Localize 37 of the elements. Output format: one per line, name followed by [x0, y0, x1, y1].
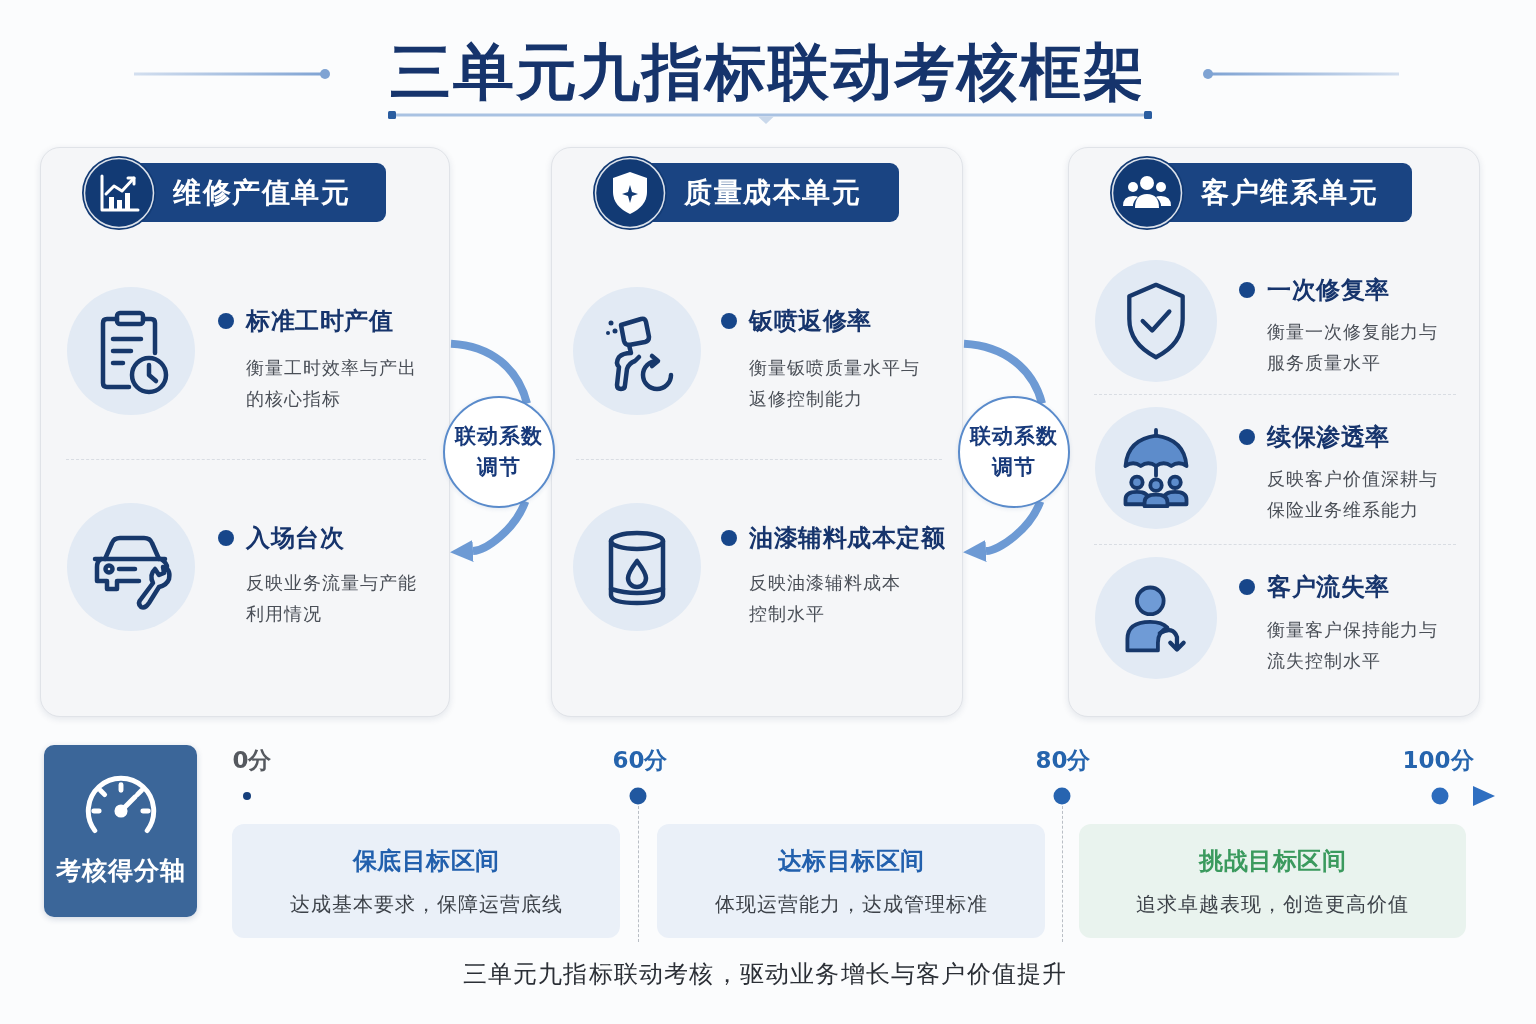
curved-connector [963, 339, 1046, 405]
title: 三单元九指标联动考核框架 [390, 35, 1146, 109]
curved-arrow [963, 499, 1044, 562]
metric-title: 一次修复率 [1267, 275, 1390, 306]
zone-title: 保底目标区间 [352, 846, 500, 877]
axis-tick-label: 0分 [232, 746, 272, 775]
metric-title: 油漆辅料成本定额 [749, 523, 945, 554]
zone-title: 达标目标区间 [777, 846, 925, 877]
metric-description: 衡量钣喷质量水平与返修控制能力 [749, 356, 921, 411]
curved-connector [450, 339, 531, 405]
unit-panel [1068, 147, 1480, 717]
metric-description: 反映油漆辅料成本控制水平 [749, 571, 902, 626]
zone-description: 达成基本要求，保障运营底线 [289, 891, 563, 918]
metric-description: 衡量客户保持能力与流失控制水平 [1267, 618, 1439, 673]
zone-description: 体现运营能力，达成管理标准 [714, 891, 988, 918]
metric-description: 反映业务流量与产能利用情况 [246, 571, 418, 626]
axis-tick-label: 80分 [1035, 746, 1091, 775]
unit-panel [551, 147, 963, 717]
caption: 三单元九指标联动考核，驱动业务增长与客户价值提升 [462, 959, 1068, 990]
unit-panel [40, 147, 450, 717]
zone-title: 挑战目标区间 [1199, 846, 1346, 877]
linkage-circle: 联动系数调节 [443, 396, 555, 508]
metric-title: 标准工时产值 [246, 306, 393, 337]
curved-arrow [450, 499, 529, 562]
score-axis-title: 考核得分轴 [55, 855, 186, 887]
score-axis-card [44, 745, 197, 917]
metric-description: 衡量工时效率与产出的核心指标 [246, 356, 418, 411]
metric-title: 续保渗透率 [1267, 422, 1390, 453]
metric-title: 入场台次 [246, 523, 344, 554]
metric-title: 钣喷返修率 [749, 306, 872, 337]
axis-tick-label: 100分 [1402, 746, 1474, 775]
axis-tick-label: 60分 [612, 746, 668, 775]
zone-description: 追求卓越表现，创造更高价值 [1136, 891, 1409, 918]
metric-title: 客户流失率 [1267, 572, 1390, 603]
metric-description: 反映客户价值深耕与保险业务维系能力 [1267, 467, 1439, 522]
metric-description: 衡量一次修复能力与服务质量水平 [1267, 320, 1439, 375]
linkage-circle: 联动系数调节 [958, 396, 1070, 508]
